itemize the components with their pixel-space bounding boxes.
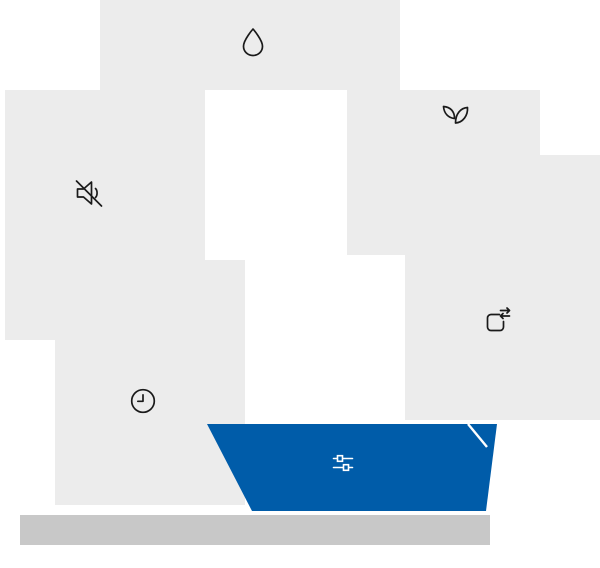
water-drop-icon (238, 26, 268, 58)
speaker-muted-icon (70, 174, 108, 212)
tile-water[interactable] (100, 0, 400, 90)
clock-icon (128, 386, 158, 416)
tile-time[interactable] (55, 260, 245, 505)
appliance-sync-icon (479, 304, 515, 340)
tile-connect[interactable] (405, 155, 600, 420)
settings-banner[interactable] (207, 424, 497, 511)
sliders-icon (329, 449, 357, 477)
base-shadow-bar (20, 515, 490, 545)
eco-leaves-icon (438, 95, 472, 129)
